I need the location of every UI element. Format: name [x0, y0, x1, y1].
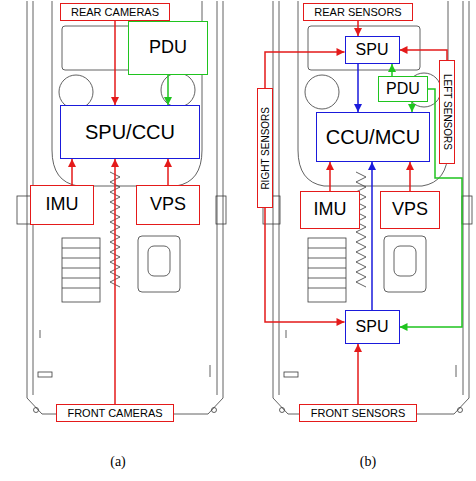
box-label: VPS [392, 200, 428, 220]
processing-unit-box: SPU/CCU [60, 105, 200, 159]
box-label: SPU [356, 41, 389, 59]
box-label: VPS [150, 195, 186, 215]
box-label: PDU [149, 38, 187, 58]
vehicle-outline [263, 1, 472, 414]
box-label: CCU/MCU [326, 126, 420, 148]
box-label: IMU [46, 195, 79, 215]
box-label: FRONT CAMERAS [67, 407, 162, 419]
signal-arrow [357, 344, 359, 404]
sensor-box: REAR SENSORS [303, 3, 413, 20]
signal-arrow [357, 64, 359, 112]
sensor-box: FRONT CAMERAS [56, 404, 174, 421]
subfigure-label: (a) [110, 454, 126, 469]
box-label: LEFT SENSORS [442, 74, 453, 150]
box-label: PDU [386, 80, 420, 98]
signal-arrow [265, 52, 345, 88]
signal-arrow [167, 159, 169, 185]
vehicle-outline [17, 1, 226, 414]
signal-arrow [411, 102, 413, 112]
box-label: REAR CAMERAS [71, 6, 159, 18]
box-label: IMU [314, 200, 347, 220]
power-unit-box: PDU [378, 76, 428, 102]
processing-unit-box: SPU [345, 36, 400, 64]
signal-arrow [329, 162, 331, 191]
box-label: SPU [356, 318, 389, 336]
processing-unit-box: CCU/MCU [316, 112, 430, 162]
signal-arrow [400, 50, 448, 60]
sensor-box: REAR CAMERAS [60, 3, 170, 20]
sensor-box: VPS [380, 191, 440, 229]
box-label: SPU/CCU [85, 121, 175, 143]
box-label: REAR SENSORS [314, 6, 401, 18]
signal-arrow [357, 21, 359, 36]
sensor-box: VPS [136, 185, 200, 225]
sensor-box: IMU [30, 185, 94, 225]
processing-unit-box: SPU [345, 310, 400, 344]
signal-arrow [409, 162, 411, 191]
signal-arrow [371, 162, 373, 310]
box-label: FRONT SENSORS [311, 407, 406, 419]
signal-arrow [391, 64, 393, 76]
signal-arrow [114, 159, 116, 404]
signal-arrow [167, 75, 169, 105]
power-unit-box: PDU [128, 21, 208, 75]
sensor-box: IMU [300, 191, 360, 229]
sensor-box: FRONT SENSORS [299, 404, 417, 421]
sensor-box: LEFT SENSORS [439, 60, 455, 164]
signal-arrow [71, 159, 73, 185]
signal-arrow [114, 21, 116, 105]
sensor-box: RIGHT SENSORS [257, 88, 273, 208]
box-label: RIGHT SENSORS [260, 107, 271, 190]
subfigure-label: (b) [360, 454, 376, 469]
